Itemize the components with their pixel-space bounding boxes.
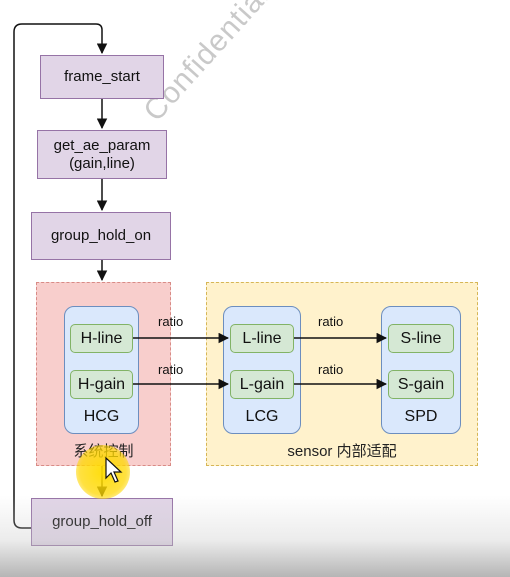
h-gain-node: H-gain: [70, 370, 133, 399]
h-line-node: H-line: [70, 324, 133, 353]
get-ae-param-box: get_ae_param (gain,line): [37, 130, 167, 179]
cursor-highlight: [76, 445, 130, 499]
s-line-node: S-line: [388, 324, 454, 353]
l-line-node: L-line: [230, 324, 294, 353]
edge-label-l-to-s-line: ratio: [318, 314, 344, 329]
edge-label-h-to-l-gain: ratio: [158, 362, 184, 377]
edge-label-l-to-s-gain: ratio: [318, 362, 344, 377]
bottom-fade-overlay: [0, 495, 510, 577]
hcg-label: HCG: [83, 408, 120, 425]
spd-label: SPD: [404, 408, 438, 425]
l-gain-node: L-gain: [230, 370, 294, 399]
lcg-label: LCG: [245, 408, 279, 425]
frame-start-box: frame_start: [40, 55, 164, 99]
edge-label-h-to-l-line: ratio: [158, 314, 184, 329]
group-hold-on-box: group_hold_on: [31, 212, 171, 260]
s-gain-node: S-gain: [388, 370, 454, 399]
sensor-adaptation-label: sensor 内部适配: [287, 443, 397, 460]
